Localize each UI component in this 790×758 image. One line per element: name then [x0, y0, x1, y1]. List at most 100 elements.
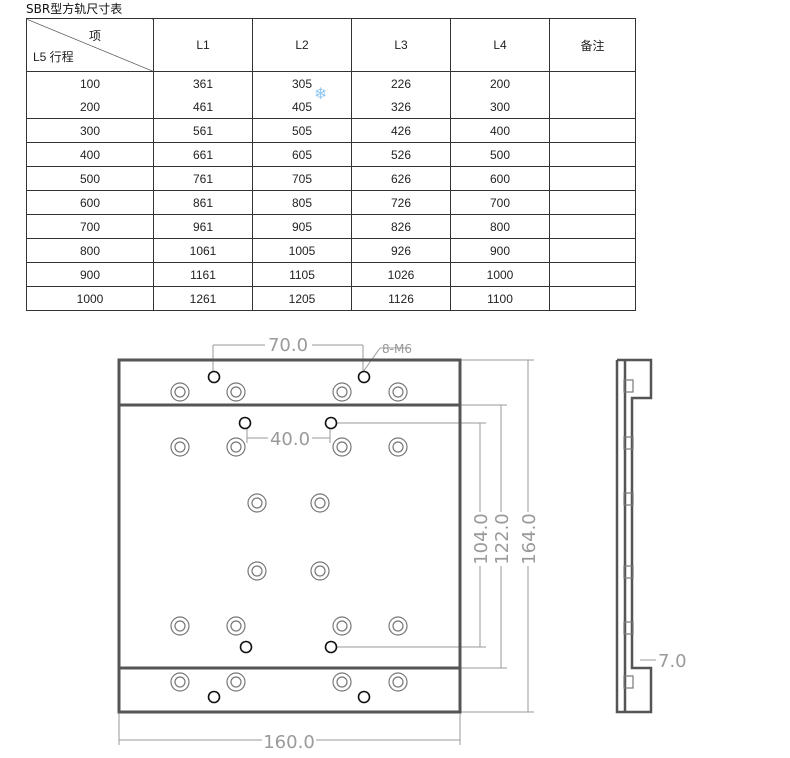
cell-remarks [549, 95, 636, 119]
mounting-hole [332, 672, 352, 692]
cell-l3: 426 [351, 118, 451, 143]
cell-stroke: 600 [26, 190, 154, 215]
cell-remarks [549, 238, 636, 263]
mounting-hole [170, 437, 190, 457]
cell-l1: 861 [153, 190, 253, 215]
side-slot-4 [623, 565, 634, 579]
tapped-hole-m6 [324, 640, 338, 654]
cell-l3: 1126 [351, 286, 451, 311]
mounting-hole [226, 437, 246, 457]
mounting-hole [170, 616, 190, 636]
dim-122-text: 122.0 [492, 513, 513, 565]
table-title: SBR型方轨尺寸表 [26, 2, 123, 16]
dim-7-text: 7.0 [658, 651, 687, 672]
cell-stroke: 1000 [26, 286, 154, 311]
side-slot-5 [623, 621, 634, 635]
cell-stroke: 200 [26, 95, 154, 119]
table-header-row: 项 L5 行程 L1 L2 L3 L4 备注 [26, 18, 636, 72]
cell-l2: 1205 [252, 286, 352, 311]
mounting-hole [332, 382, 352, 402]
plate-outline [117, 358, 462, 714]
cell-stroke: 500 [26, 166, 154, 191]
cell-l1: 361 [153, 71, 253, 95]
cell-l1: 1261 [153, 286, 253, 311]
tapped-hole-m6 [207, 690, 221, 704]
cell-l4: 600 [450, 166, 550, 191]
dim-40-text: 40.0 [270, 429, 310, 450]
cell-l4: 1000 [450, 262, 550, 287]
cell-l2: 505 [252, 118, 352, 143]
side-view [615, 358, 653, 714]
cell-remarks [549, 142, 636, 167]
mounting-hole [388, 672, 408, 692]
cell-l3: 526 [351, 142, 451, 167]
tapped-hole-m6 [238, 416, 252, 430]
column-header-l4: L4 [450, 18, 550, 72]
cell-l4: 900 [450, 238, 550, 263]
cell-l3: 226 [351, 71, 451, 95]
cell-stroke: 800 [26, 238, 154, 263]
mounting-hole [170, 672, 190, 692]
cell-stroke: 300 [26, 118, 154, 143]
cell-stroke: 100 [26, 71, 154, 95]
mounting-hole [247, 493, 267, 513]
cell-remarks [549, 262, 636, 287]
dim-70-text: 70.0 [268, 335, 308, 356]
tapped-hole-m6 [357, 370, 371, 384]
cell-l4: 700 [450, 190, 550, 215]
cell-l4: 400 [450, 118, 550, 143]
mounting-hole [226, 672, 246, 692]
cell-remarks [549, 71, 636, 95]
column-header-l2: L2 [252, 18, 352, 72]
tapped-hole-m6 [207, 370, 221, 384]
cell-l1: 1161 [153, 262, 253, 287]
snowflake-icon: ❄ [314, 84, 328, 103]
cell-l3: 1026 [351, 262, 451, 287]
side-slot-3 [623, 492, 634, 506]
mounting-hole [332, 437, 352, 457]
cell-remarks [549, 118, 636, 143]
mounting-hole [310, 561, 330, 581]
cell-l3: 326 [351, 95, 451, 119]
mounting-hole [226, 382, 246, 402]
mounting-hole [170, 382, 190, 402]
cell-l2: 605 [252, 142, 352, 167]
mounting-hole [247, 561, 267, 581]
diagonal-header-cell: 项 L5 行程 [26, 18, 154, 72]
cell-l3: 826 [351, 214, 451, 239]
cell-l4: 500 [450, 142, 550, 167]
hole-spec-text: 8-M6 [382, 342, 412, 356]
cell-l2: 1105 [252, 262, 352, 287]
side-slot-1 [623, 379, 634, 393]
cell-remarks [549, 214, 636, 239]
column-header-l1: L1 [153, 18, 253, 72]
cell-l2: 305 [252, 71, 352, 95]
cell-l3: 626 [351, 166, 451, 191]
mounting-hole [388, 616, 408, 636]
column-header-remarks: 备注 [549, 18, 636, 72]
dim-164-text: 164.0 [519, 513, 540, 565]
cell-remarks [549, 286, 636, 311]
tapped-hole-m6 [324, 416, 338, 430]
header-item-label: 项 [88, 29, 101, 43]
mounting-hole [332, 616, 352, 636]
cell-l1: 561 [153, 118, 253, 143]
dim-104-text: 104.0 [471, 513, 492, 565]
cell-l2: 905 [252, 214, 352, 239]
cell-l2: 705 [252, 166, 352, 191]
cell-stroke: 900 [26, 262, 154, 287]
cell-l1: 1061 [153, 238, 253, 263]
tapped-hole-m6 [239, 640, 253, 654]
cell-l2: 405 [252, 95, 352, 119]
cell-l4: 1100 [450, 286, 550, 311]
header-stroke-label: L5 行程 [33, 50, 74, 64]
